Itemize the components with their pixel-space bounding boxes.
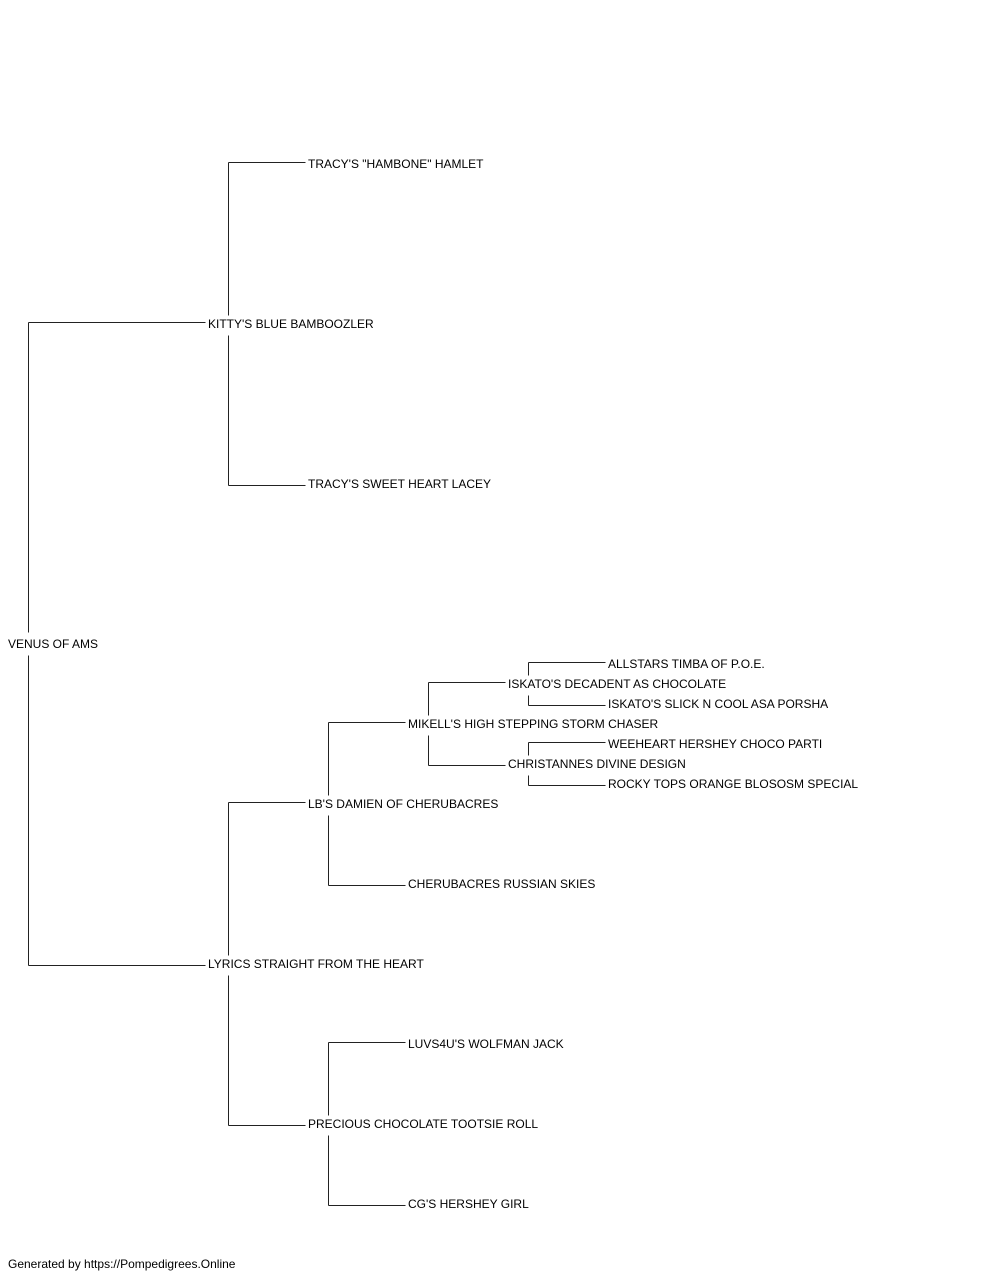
- dam-sire-sire-dam-name: CHRISTANNES DIVINE DESIGN: [508, 757, 686, 771]
- dam-dam-name: PRECIOUS CHOCOLATE TOOTSIE ROLL: [308, 1117, 539, 1131]
- dam-sire-sire-name: MIKELL'S HIGH STEPPING STORM CHASER: [408, 717, 659, 731]
- sire-name: KITTY'S BLUE BAMBOOZLER: [208, 317, 374, 331]
- dam-dam-dam-name: CG'S HERSHEY GIRL: [408, 1197, 529, 1211]
- dam-sire-dam-name: CHERUBACRES RUSSIAN SKIES: [408, 877, 596, 891]
- dam-sire-sire-dam-dam-name: ROCKY TOPS ORANGE BLOSOSM SPECIAL: [608, 777, 859, 791]
- sire-dam-name: TRACY'S SWEET HEART LACEY: [308, 477, 492, 491]
- subject-name: VENUS OF AMS: [8, 637, 99, 651]
- dam-sire-sire-sire-sire-name: ALLSTARS TIMBA OF P.O.E.: [608, 657, 765, 671]
- dam-dam-sire-name: LUVS4U'S WOLFMAN JACK: [408, 1037, 564, 1051]
- dam-sire-name: LB'S DAMIEN OF CHERUBACRES: [308, 797, 499, 811]
- dam-name: LYRICS STRAIGHT FROM THE HEART: [208, 957, 424, 971]
- sire-sire-name: TRACY'S "HAMBONE" HAMLET: [308, 157, 484, 171]
- dam-sire-sire-sire-dam-name: ISKATO'S SLICK N COOL ASA PORSHA: [608, 697, 829, 711]
- footer-credit: Generated by https://Pompedigrees.Online: [8, 1257, 236, 1271]
- dam-sire-sire-sire-name: ISKATO'S DECADENT AS CHOCOLATE: [508, 677, 727, 691]
- dam-sire-sire-dam-sire-name: WEEHEART HERSHEY CHOCO PARTI: [608, 737, 823, 751]
